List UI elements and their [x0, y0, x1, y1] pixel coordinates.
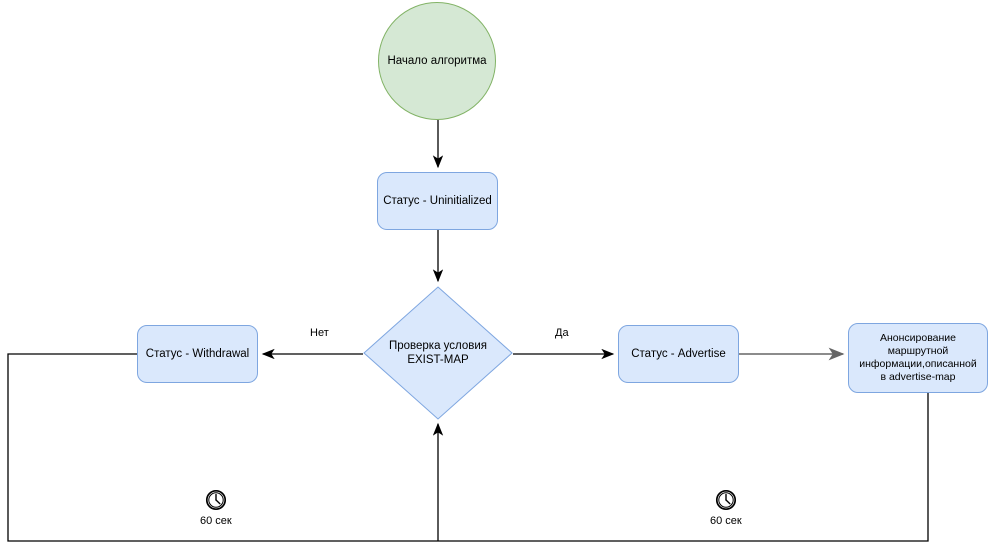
timer-right-advertise: 60 сек — [706, 487, 746, 529]
edge-withdrawal-loop-to-decision — [7, 353, 438, 542]
clock-icon — [715, 489, 737, 511]
node-decision-label: Проверка условия EXIST-MAP — [388, 340, 488, 366]
node-start[interactable]: Начало алгоритма — [378, 2, 496, 120]
edge-announce-loop-to-decision — [438, 393, 929, 542]
clock-icon — [205, 489, 227, 511]
decision-diamond-shape — [363, 286, 513, 420]
node-announce-route-info-label: Анонсирование маршрутной информации,опис… — [859, 332, 977, 383]
edge-label-no: Нет — [308, 327, 331, 339]
node-status-withdrawal-label: Статус - Withdrawal — [145, 348, 250, 360]
timer-left-label: 60 сек — [200, 515, 232, 527]
node-decision-exist-map[interactable]: Проверка условия EXIST-MAP — [363, 286, 513, 420]
timer-left-withdrawal: 60 сек — [196, 487, 236, 529]
node-status-uninitialized[interactable]: Статус - Uninitialized — [377, 172, 498, 230]
node-status-advertise-label: Статус - Advertise — [631, 348, 726, 360]
node-start-label: Начало алгоритма — [387, 55, 487, 67]
node-announce-route-info[interactable]: Анонсирование маршрутной информации,опис… — [848, 323, 988, 393]
edge-label-yes: Да — [553, 327, 571, 339]
node-status-advertise[interactable]: Статус - Advertise — [618, 325, 739, 383]
timer-right-label: 60 сек — [710, 515, 742, 527]
node-status-withdrawal[interactable]: Статус - Withdrawal — [137, 325, 258, 383]
node-status-uninitialized-label: Статус - Uninitialized — [383, 195, 492, 207]
